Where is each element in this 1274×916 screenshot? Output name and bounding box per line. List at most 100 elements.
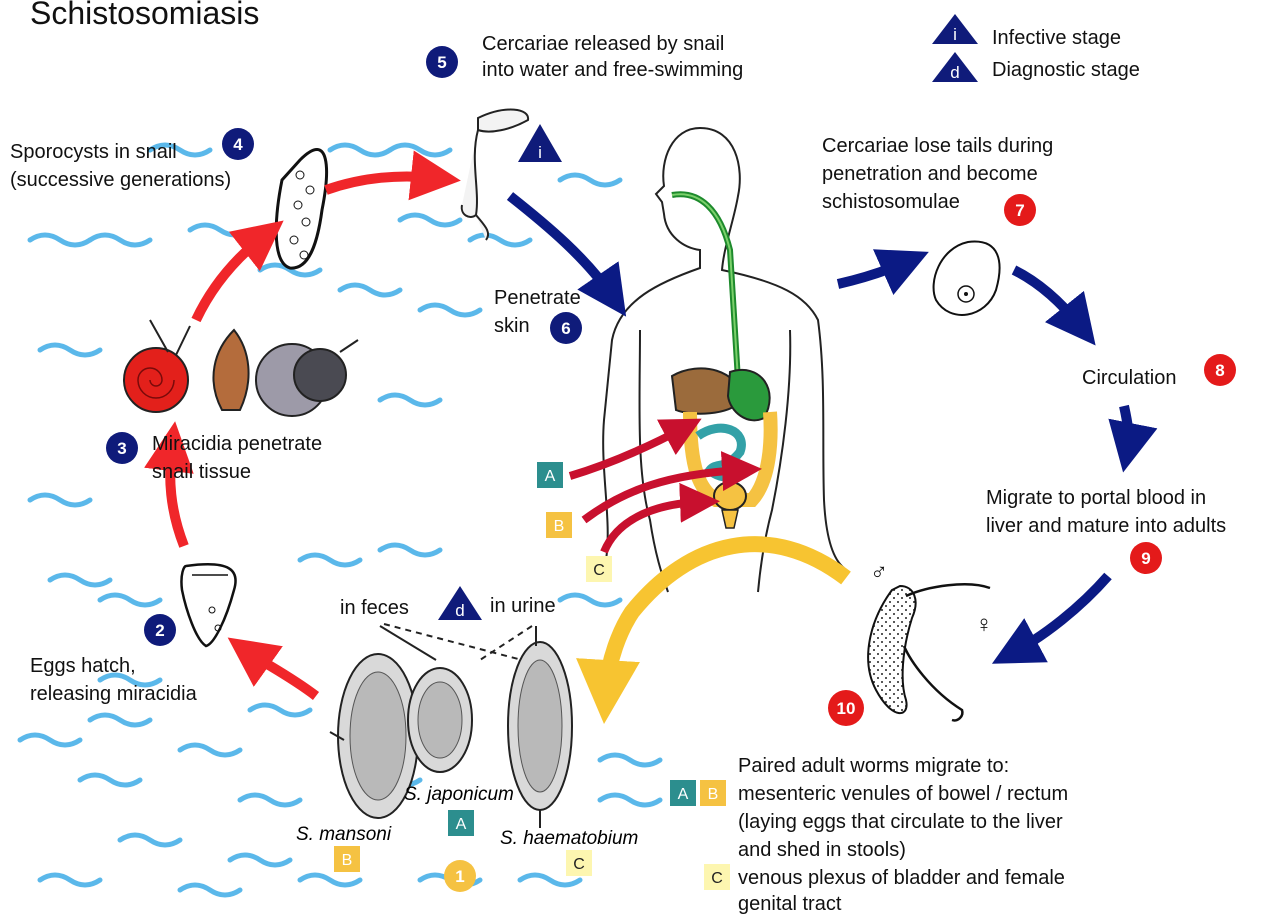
step-7-marker: 7 xyxy=(1004,194,1036,226)
water-wave xyxy=(400,215,460,225)
svg-text:B: B xyxy=(554,518,565,535)
step-2-marker: 2 xyxy=(144,614,176,646)
svg-text:6: 6 xyxy=(561,319,570,338)
arrow-sporocyst-to-cercaria xyxy=(326,177,436,191)
water-wave xyxy=(470,235,530,245)
water-wave xyxy=(40,345,100,355)
box-a-body: A xyxy=(537,462,563,488)
box-b-adults: B xyxy=(700,780,726,806)
arrow-adults-to-eggs xyxy=(606,544,846,692)
arrow-body-to-schistosomulum xyxy=(838,262,906,284)
infective-stage-marker-cercaria: i xyxy=(518,124,562,162)
adult-label-line6: genital tract xyxy=(738,893,842,915)
adult-worms-illustration xyxy=(868,584,990,720)
water-wave xyxy=(560,595,620,605)
water-wave xyxy=(40,875,100,885)
box-a-japonicum: A xyxy=(448,810,474,836)
water-wave xyxy=(380,545,440,555)
diagnostic-stage-letter: d xyxy=(950,63,959,82)
adult-label-line5: venous plexus of bladder and female xyxy=(738,867,1065,889)
diagnostic-marker-letter: d xyxy=(455,601,464,620)
svg-text:A: A xyxy=(456,816,467,833)
water-wave xyxy=(250,705,310,715)
step9-label-line2: liver and mature into adults xyxy=(986,515,1226,537)
water-wave xyxy=(50,575,110,585)
male-symbol: ♂ xyxy=(870,559,888,586)
diagnostic-stage-label: Diagnostic stage xyxy=(992,59,1140,81)
water-wave xyxy=(390,145,450,155)
legend: i Infective stage d Diagnostic stage xyxy=(932,14,1140,82)
in-feces-label: in feces xyxy=(340,597,409,619)
svg-text:1: 1 xyxy=(455,867,464,886)
svg-text:B: B xyxy=(342,852,353,869)
step6-label-line1: Penetrate xyxy=(494,287,581,309)
step2-label-line1: Eggs hatch, xyxy=(30,655,136,677)
box-c-haematobium: C xyxy=(566,850,592,876)
svg-text:10: 10 xyxy=(837,699,856,718)
step2-label-line2: releasing miracidia xyxy=(30,683,198,705)
arrow-portal-to-adults xyxy=(1014,576,1108,652)
step-4-marker: 4 xyxy=(222,128,254,160)
female-symbol: ♀ xyxy=(975,611,993,638)
adult-label-line4: and shed in stools) xyxy=(738,839,906,861)
water-wave xyxy=(190,225,250,235)
diagnostic-stage-marker-eggs: d xyxy=(438,586,482,620)
water-wave xyxy=(520,875,580,885)
adult-label-line1: Paired adult worms migrate to: xyxy=(738,755,1009,777)
step-9-marker: 9 xyxy=(1130,542,1162,574)
water-wave xyxy=(180,745,240,755)
egg-connector-lines xyxy=(380,624,536,660)
svg-text:7: 7 xyxy=(1015,201,1024,220)
water-wave xyxy=(330,145,390,155)
water-wave xyxy=(240,795,300,805)
step3-label-line2: snail tissue xyxy=(152,461,251,483)
svg-text:A: A xyxy=(545,468,556,485)
water-wave xyxy=(300,875,360,885)
svg-text:2: 2 xyxy=(155,621,164,640)
box-b-body: B xyxy=(546,512,572,538)
step9-label-line1: Migrate to portal blood in xyxy=(986,487,1206,509)
svg-text:5: 5 xyxy=(437,53,446,72)
step5-label-line1: Cercariae released by snail xyxy=(482,33,724,55)
s-mansoni-label: S. mansoni xyxy=(296,824,392,845)
water-wave xyxy=(20,735,80,745)
sporocyst-illustration xyxy=(276,150,326,269)
water-wave xyxy=(230,855,290,865)
infective-stage-icon: i xyxy=(932,14,978,44)
diagnostic-stage-icon: d xyxy=(932,52,978,82)
box-a-adults: A xyxy=(670,780,696,806)
water-wave xyxy=(420,305,480,315)
svg-text:A: A xyxy=(678,786,689,803)
box-c-adults: C xyxy=(704,864,730,890)
step6-label-line2: skin xyxy=(494,315,530,337)
step-6-marker: 6 xyxy=(550,312,582,344)
water-wave xyxy=(180,885,240,895)
miracidium-illustration xyxy=(181,564,235,646)
step-8-marker: 8 xyxy=(1204,354,1236,386)
arrow-cercaria-to-skin xyxy=(510,196,612,296)
infective-marker-letter: i xyxy=(538,143,542,162)
infective-stage-letter: i xyxy=(953,25,957,44)
water-wave xyxy=(90,715,150,725)
s-japonicum-label: S. japonicum xyxy=(404,784,514,805)
snails-illustration xyxy=(124,320,358,416)
diagram-title: Schistosomiasis xyxy=(30,0,259,31)
svg-text:C: C xyxy=(573,856,585,873)
step-10-marker: 10 xyxy=(828,690,864,726)
box-c-body: C xyxy=(586,556,612,582)
step7-label-line2: penetration and become xyxy=(822,163,1038,185)
svg-text:9: 9 xyxy=(1141,549,1150,568)
step4-label-line2: (successive generations) xyxy=(10,169,231,191)
step-labels: Cercariae released by snail into water a… xyxy=(10,33,1226,915)
svg-text:3: 3 xyxy=(117,439,126,458)
step-3-marker: 3 xyxy=(106,432,138,464)
water-wave xyxy=(90,235,150,245)
water-wave xyxy=(120,835,180,845)
step8-label: Circulation xyxy=(1082,367,1176,389)
s-japonicum-egg xyxy=(408,668,472,772)
human-body-illustration xyxy=(603,128,844,592)
arrow-egg-to-miracidium xyxy=(248,652,316,696)
svg-text:8: 8 xyxy=(1215,361,1224,380)
step-markers: 5 4 6 7 8 3 9 2 10 1 xyxy=(106,46,1236,892)
